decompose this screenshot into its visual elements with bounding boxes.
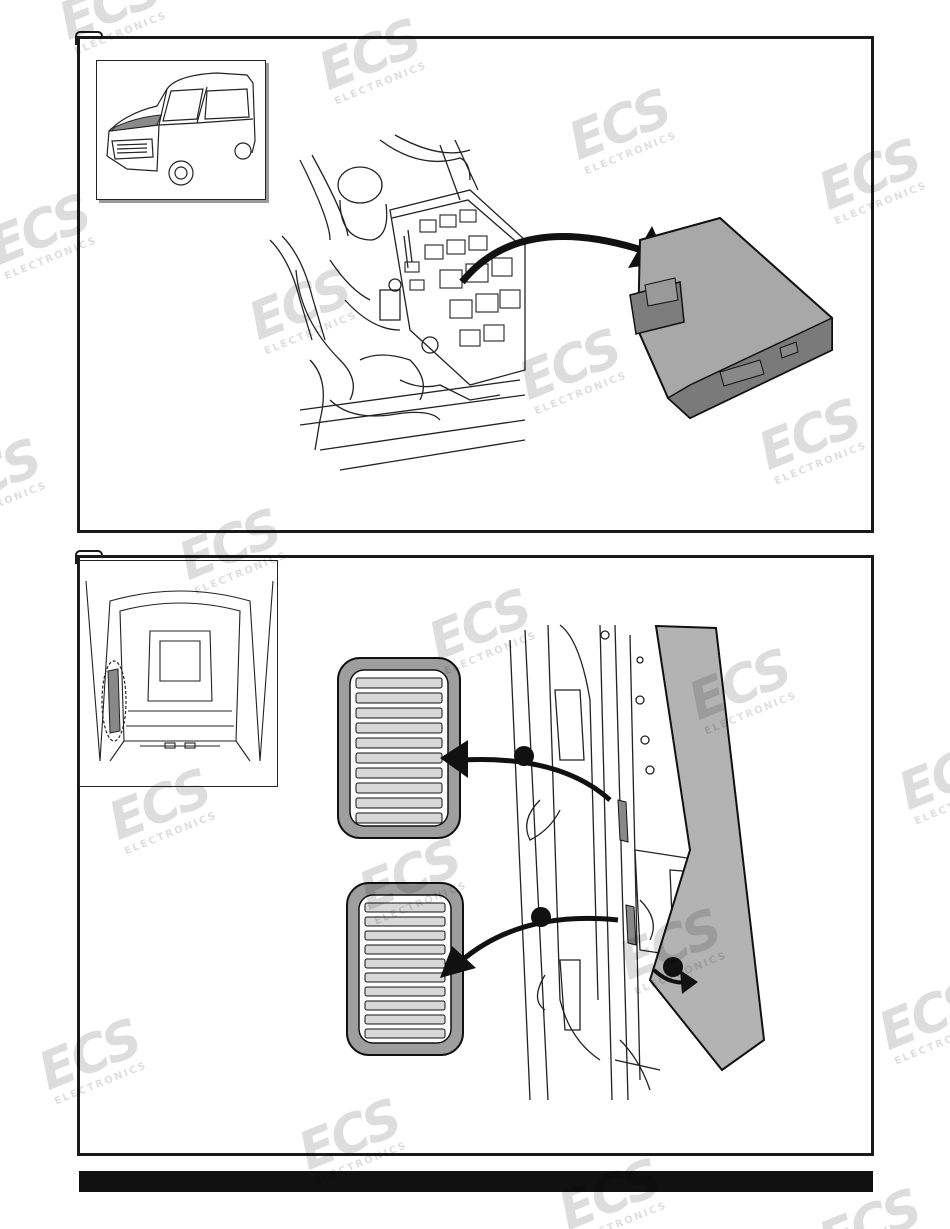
trim-location-highlight [101, 660, 127, 742]
grille-slat [355, 722, 443, 734]
van-rear-interior-inset [79, 560, 278, 787]
arrowhead-lower [440, 946, 476, 978]
grille-slat [364, 944, 446, 955]
side-trim-panel [648, 624, 766, 1072]
grille-slat [355, 782, 443, 794]
step-marker-1 [514, 746, 534, 766]
grille-slat [364, 916, 446, 927]
step-marker-2 [531, 907, 551, 927]
grille-slat [355, 752, 443, 764]
grille-slat [355, 677, 443, 689]
grille-opening-upper [617, 799, 629, 843]
grille-slat [355, 692, 443, 704]
grille-slat [355, 812, 443, 824]
arrow-upper-grille [461, 757, 612, 802]
grille-slat [355, 737, 443, 749]
grille-slat [355, 707, 443, 719]
step-marker-3 [663, 957, 683, 977]
door-frame-drawing [509, 624, 706, 1101]
fuse-box-base [389, 189, 526, 386]
remove-cover-arrow [459, 233, 650, 285]
grille-slat [364, 1028, 446, 1039]
grille-slat [355, 797, 443, 809]
arrowhead-upper [440, 740, 468, 778]
arrow-lower-grille [458, 915, 619, 964]
van-front-inset [96, 60, 266, 200]
grille-slat [364, 1000, 446, 1011]
van-front-drawing [106, 72, 256, 186]
grille-slat [364, 930, 446, 941]
fuse-box-highlight [109, 114, 162, 132]
arrowhead-panel [680, 970, 698, 994]
grille-slat [364, 958, 446, 969]
vent-grille-lower [346, 882, 464, 1056]
grille-slat [364, 1014, 446, 1025]
grille-slat [355, 767, 443, 779]
footer-bar [79, 1171, 873, 1192]
grille-slat [364, 902, 446, 913]
fuse-box-cover [629, 216, 833, 420]
van-rear-interior-drawing [85, 580, 274, 762]
engine-bay-drawing [269, 134, 526, 471]
grille-slat [364, 986, 446, 997]
grille-opening-lower [625, 904, 637, 946]
vent-grille-upper [337, 657, 461, 839]
grille-slat [364, 972, 446, 983]
